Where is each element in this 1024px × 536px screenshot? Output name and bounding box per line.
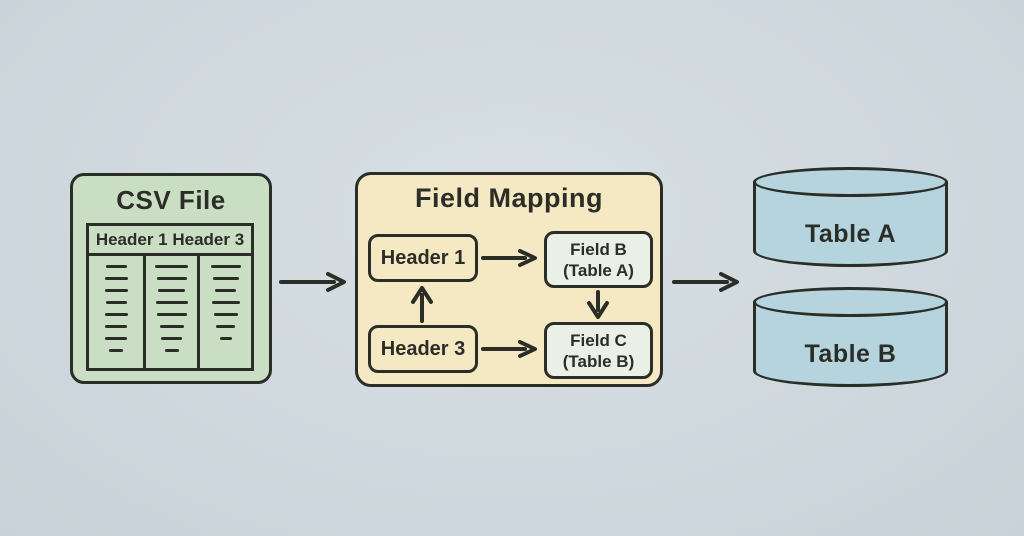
database-cylinder-top <box>753 287 948 317</box>
csv-row-placeholder <box>109 349 123 352</box>
csv-row-placeholder <box>156 313 187 316</box>
csv-row-placeholder <box>219 337 232 340</box>
mapping-source-header-1: Header 1 <box>368 234 478 282</box>
database-table-a-label: Table A <box>804 220 896 248</box>
arrow-header1-to-fieldb-icon <box>481 249 537 267</box>
arrow-csv-to-mapping-icon <box>279 272 346 292</box>
database-table-a: Table A <box>753 167 948 267</box>
csv-row-placeholder <box>215 289 236 292</box>
csv-file-node: CSV File Header 1 Header 3 <box>70 173 272 384</box>
csv-row-placeholder <box>161 337 182 340</box>
csv-row-placeholder <box>210 265 241 268</box>
csv-column <box>89 256 143 368</box>
mapping-source-header-3: Header 3 <box>368 325 478 373</box>
csv-row-placeholder <box>105 325 127 328</box>
mapping-target-field-c-sublabel: (Table B) <box>562 351 635 371</box>
mapping-source-header-1-label: Header 1 <box>380 246 466 269</box>
csv-row-placeholder <box>213 313 238 316</box>
arrow-header3-to-fieldc-icon <box>481 340 537 358</box>
csv-row-placeholder <box>155 265 188 268</box>
csv-column <box>197 256 251 368</box>
arrow-mapping-to-databases-icon <box>672 272 739 292</box>
csv-row-placeholder <box>159 325 184 328</box>
mapping-source-header-3-label: Header 3 <box>380 337 466 360</box>
csv-row-placeholder <box>105 265 127 268</box>
arrow-fieldb-to-fieldc-icon <box>587 290 609 319</box>
csv-file-title: CSV File <box>116 185 226 215</box>
csv-row-placeholder <box>164 349 179 352</box>
csv-row-placeholder <box>155 301 188 304</box>
csv-row-placeholder <box>212 277 239 280</box>
mapping-target-field-c: Field C (Table B) <box>544 322 653 379</box>
csv-table: Header 1 Header 3 <box>86 223 254 371</box>
csv-row-placeholder <box>104 277 128 280</box>
database-table-b: Table B <box>753 287 948 387</box>
csv-header-row: Header 1 Header 3 <box>89 226 251 256</box>
csv-row-placeholder <box>156 277 187 280</box>
mapping-target-field-b-sublabel: (Table A) <box>563 260 634 280</box>
database-cylinder-top <box>753 167 948 197</box>
csv-row-placeholder <box>104 289 128 292</box>
csv-row-placeholder <box>105 301 127 304</box>
field-mapping-title: Field Mapping <box>415 183 603 213</box>
csv-row-placeholder <box>158 289 185 292</box>
csv-row-placeholder <box>211 301 240 304</box>
mapping-target-field-b: Field B (Table A) <box>544 231 653 288</box>
csv-column <box>143 256 197 368</box>
mapping-target-field-c-label: Field C <box>570 330 627 350</box>
csv-table-body <box>89 256 251 368</box>
csv-row-placeholder <box>105 337 127 340</box>
arrow-header3-to-header1-icon <box>411 286 433 323</box>
csv-row-placeholder <box>104 313 128 316</box>
mapping-target-field-b-label: Field B <box>570 239 627 259</box>
database-table-b-label: Table B <box>804 340 897 368</box>
csv-row-placeholder <box>216 325 235 328</box>
